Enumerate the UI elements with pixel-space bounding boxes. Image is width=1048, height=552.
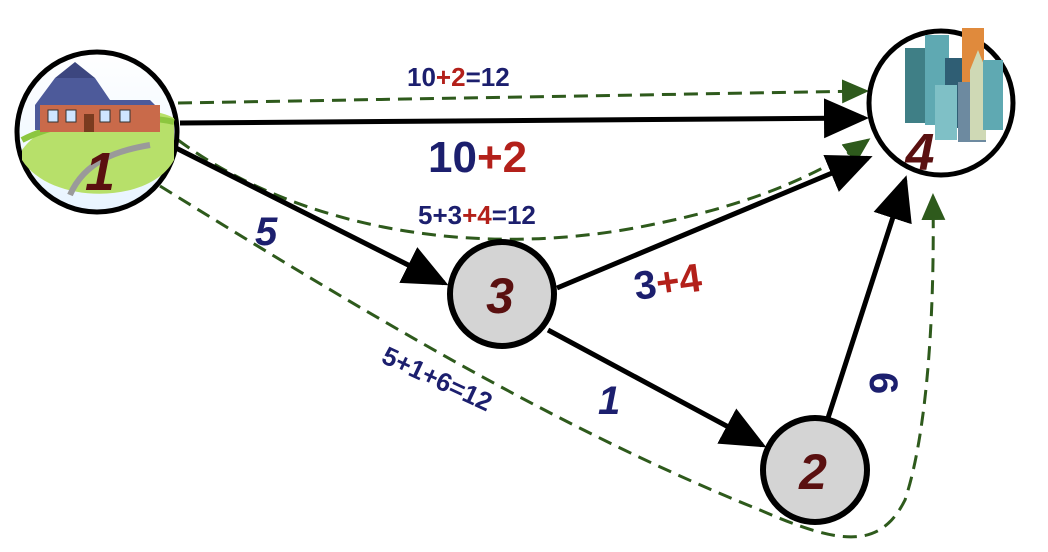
- path-top-sum: 10+2=12: [407, 62, 510, 92]
- edge-1-4: [179, 98, 869, 139]
- node-2: 2: [760, 415, 870, 525]
- node-3: 3: [447, 239, 557, 349]
- node-3-label: 3: [486, 268, 514, 324]
- node-4: 4: [866, 28, 1016, 182]
- edge-3-4-weight-b: +4: [653, 256, 705, 306]
- path-top-sum-a: 10: [407, 62, 436, 92]
- edge-1-3-weight: 5: [255, 210, 278, 254]
- path-bottom-sum: 5+1+6=12: [377, 340, 496, 417]
- path-bottom-dashed: [159, 184, 946, 539]
- path-top-sum-b: +2: [436, 62, 466, 92]
- path-mid-sum-b: +4: [462, 200, 492, 230]
- path-bottom-sum-a: 5+1+6: [377, 340, 457, 398]
- node-4-label: 4: [905, 124, 935, 182]
- path-top-dashed: [177, 79, 869, 105]
- edge-3-4-weight: 3+4: [631, 256, 705, 309]
- edge-1-4-weight-b: +2: [477, 133, 527, 182]
- edge-1-4-weight-a: 10: [428, 133, 477, 182]
- edge-3-2-weight: 1: [598, 379, 620, 423]
- edge-1-4-weight: 10+2: [428, 133, 527, 182]
- edge-3-4: [556, 154, 873, 291]
- edge-2-4: [825, 175, 912, 419]
- edge-3-2: [546, 327, 767, 448]
- city-buildings-icon: [905, 28, 1003, 142]
- node-1: 1: [14, 49, 180, 215]
- path-mid-sum-c: =12: [492, 200, 536, 230]
- path-mid-sum-a: 5+3: [418, 200, 462, 230]
- edge-1-3: [170, 143, 449, 286]
- node-2-label: 2: [798, 444, 827, 500]
- path-top-sum-c: =12: [466, 62, 510, 92]
- path-mid-sum: 5+3+4=12: [418, 200, 536, 230]
- house-icon: [20, 62, 175, 197]
- edge-2-4-weight: 6: [861, 372, 905, 394]
- node-1-label: 1: [85, 142, 115, 202]
